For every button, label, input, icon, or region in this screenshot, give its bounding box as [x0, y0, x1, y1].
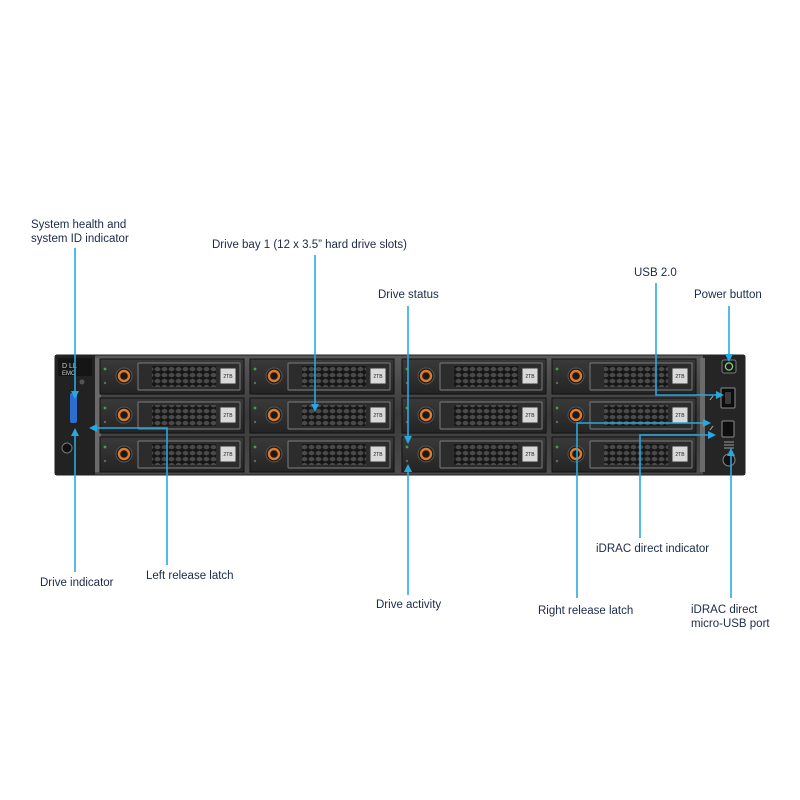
- label-usb: USB 2.0: [634, 267, 677, 279]
- drive-status-led: [555, 406, 559, 410]
- drive-capacity-label: 2TB: [525, 413, 535, 419]
- system-health-led: [70, 393, 77, 423]
- right-control-panel: [703, 355, 745, 475]
- brand-logo: D LL: [62, 363, 77, 370]
- drive-capacity-label: 2TB: [525, 374, 535, 380]
- drive-slot[interactable]: 2TB: [401, 397, 547, 434]
- drive-capacity-label: 2TB: [525, 452, 535, 458]
- drive-capacity-label: 2TB: [373, 374, 383, 380]
- label-drive-status: Drive status: [378, 289, 439, 301]
- drive-status-led: [405, 445, 409, 449]
- drive-status-led: [103, 406, 107, 410]
- idrac-usb-port[interactable]: [721, 420, 735, 438]
- drive-vent: [454, 366, 518, 387]
- drive-vent: [454, 444, 518, 465]
- drive-status-led: [103, 367, 107, 371]
- drive-slot[interactable]: 2TB: [551, 358, 697, 395]
- label-idrac-indicator: iDRAC direct indicator: [596, 543, 710, 555]
- drive-slot[interactable]: 2TB: [401, 436, 547, 473]
- label-idrac-usb: iDRAC direct micro-USB port: [691, 604, 770, 630]
- drive-activity-led: [555, 459, 559, 463]
- label-left-latch: Left release latch: [146, 570, 234, 582]
- drive-vent: [152, 444, 216, 465]
- drive-status-led: [555, 445, 559, 449]
- drive-capacity-label: 2TB: [675, 452, 685, 458]
- drive-capacity-label: 2TB: [223, 374, 233, 380]
- left-panel-button[interactable]: [79, 379, 85, 385]
- drive-slot[interactable]: 2TB: [99, 397, 245, 434]
- drive-activity-led: [103, 459, 107, 463]
- drive-vent: [302, 444, 366, 465]
- label-drive-indicator: Drive indicator: [40, 577, 114, 589]
- label-drive-activity: Drive activity: [376, 599, 442, 611]
- label-system-health: System health and system ID indicator: [31, 219, 129, 245]
- power-icon: [724, 362, 734, 371]
- drive-slot[interactable]: 2TB: [401, 358, 547, 395]
- drive-vent: [302, 366, 366, 387]
- drive-capacity-label: 2TB: [223, 413, 233, 419]
- label-drive-bay: Drive bay 1 (12 x 3.5” hard drive slots): [212, 239, 407, 251]
- drive-status-led: [253, 445, 257, 449]
- drive-slot[interactable]: 2TB: [99, 436, 245, 473]
- drive-activity-led: [103, 381, 107, 385]
- left-release-latch[interactable]: [95, 358, 101, 472]
- right-release-latch[interactable]: [700, 358, 705, 472]
- drive-status-led: [253, 406, 257, 410]
- drive-vent: [604, 405, 668, 426]
- drive-slot[interactable]: 2TB: [99, 358, 245, 395]
- drive-activity-led: [555, 381, 559, 385]
- drive-slot[interactable]: 2TB: [249, 358, 395, 395]
- drive-status-led: [103, 445, 107, 449]
- drive-bay: 2TB 2TB 2TB 2TB 2TB 2TB 2TB 2TB 2TB 2TB 2TB 2TB: [99, 358, 697, 473]
- drive-capacity-label: 2TB: [223, 452, 233, 458]
- label-right-latch: Right release latch: [538, 605, 634, 617]
- drive-vent: [152, 405, 216, 426]
- drive-vent: [454, 405, 518, 426]
- callout-usb: [655, 283, 724, 399]
- callout-right-latch: [576, 419, 711, 598]
- drive-activity-led: [555, 420, 559, 424]
- brand-logo-sub: EMC: [62, 371, 76, 377]
- drive-activity-led: [253, 381, 257, 385]
- label-power-button: Power button: [694, 289, 762, 301]
- drive-capacity-label: 2TB: [373, 452, 383, 458]
- drive-vent: [604, 366, 668, 387]
- drive-capacity-label: 2TB: [675, 374, 685, 380]
- drive-activity-led: [253, 459, 257, 463]
- drive-capacity-label: 2TB: [373, 413, 383, 419]
- drive-status-led: [555, 367, 559, 371]
- drive-activity-led: [405, 459, 409, 463]
- drive-vent: [604, 444, 668, 465]
- drive-slot[interactable]: 2TB: [551, 436, 697, 473]
- system-id-button[interactable]: [61, 442, 73, 454]
- callout-idrac-indicator: [639, 431, 716, 538]
- drive-capacity-label: 2TB: [675, 413, 685, 419]
- callout-left-latch: [89, 424, 168, 565]
- drive-activity-led: [253, 420, 257, 424]
- drive-slot[interactable]: 2TB: [249, 436, 395, 473]
- drive-status-led: [253, 367, 257, 371]
- drive-vent: [152, 366, 216, 387]
- drive-activity-led: [103, 420, 107, 424]
